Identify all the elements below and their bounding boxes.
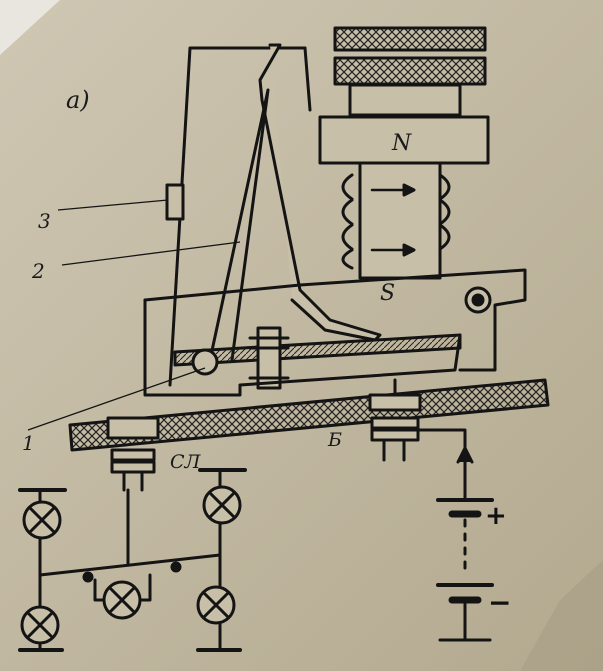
stud-nuts xyxy=(248,336,290,380)
junction-dot-2 xyxy=(170,561,182,573)
terminal-sl-nut-1 xyxy=(110,448,156,462)
armature-spring xyxy=(258,43,382,342)
label-pole-n: N xyxy=(391,131,412,156)
terminal-sl-nut-top xyxy=(106,416,160,440)
contact-1 xyxy=(191,348,219,376)
center-stud xyxy=(256,326,282,390)
contact-lever xyxy=(173,333,462,367)
page-shadow xyxy=(520,560,603,671)
label-terminal-b: Б xyxy=(327,429,342,451)
label-3: 3 xyxy=(38,209,51,233)
lamp-center xyxy=(102,580,142,620)
pivot-pin xyxy=(471,293,485,307)
frame-wire-top xyxy=(303,46,312,112)
pole-piece-s xyxy=(298,268,527,372)
page-corner xyxy=(0,0,60,55)
spring-2 xyxy=(208,88,270,362)
resistor-3 xyxy=(165,183,185,221)
coil-core xyxy=(358,161,442,280)
label-plus: + xyxy=(485,501,507,531)
lamp-bottom-left xyxy=(20,605,60,645)
frame-wire-left xyxy=(168,46,307,387)
battery-wire-top xyxy=(416,428,467,500)
figure-label: a) xyxy=(66,86,90,114)
frame-base xyxy=(143,298,462,397)
frame-upper-bar xyxy=(143,283,302,302)
label-pole-s: S xyxy=(380,281,395,306)
lamp-top-left xyxy=(22,500,62,540)
arrow-heads xyxy=(402,183,416,257)
ground-bars xyxy=(18,468,247,652)
coil-winding-left xyxy=(341,173,354,270)
terminal-b-nut-2 xyxy=(370,428,420,442)
terminal-b-bolt xyxy=(382,438,406,462)
label-terminal-sl: СЛ xyxy=(170,451,202,473)
coil-winding-right xyxy=(438,173,451,251)
lamp-risers xyxy=(38,468,222,652)
leader-2 xyxy=(61,241,241,266)
label-1: 1 xyxy=(22,431,35,455)
lamp-bottom-right xyxy=(196,585,236,625)
leader-1 xyxy=(27,367,206,431)
lamp-top-right xyxy=(202,485,242,525)
leader-3 xyxy=(57,199,169,211)
coil-top-insulator xyxy=(333,26,487,52)
battery-ground xyxy=(438,598,492,642)
terminal-sl-nut-2 xyxy=(110,460,156,474)
label-2: 2 xyxy=(31,259,45,283)
coil-top-insulator-2 xyxy=(333,56,487,86)
terminal-b-nut-1 xyxy=(370,416,420,430)
coil-yoke xyxy=(348,83,462,117)
label-minus: − xyxy=(488,586,511,619)
junction-dot-1 xyxy=(82,571,94,583)
terminal-sl-bolt xyxy=(122,470,144,492)
current-arrow xyxy=(456,446,474,464)
terminal-b-nut-top xyxy=(368,393,422,412)
lamp-bus xyxy=(38,553,222,577)
